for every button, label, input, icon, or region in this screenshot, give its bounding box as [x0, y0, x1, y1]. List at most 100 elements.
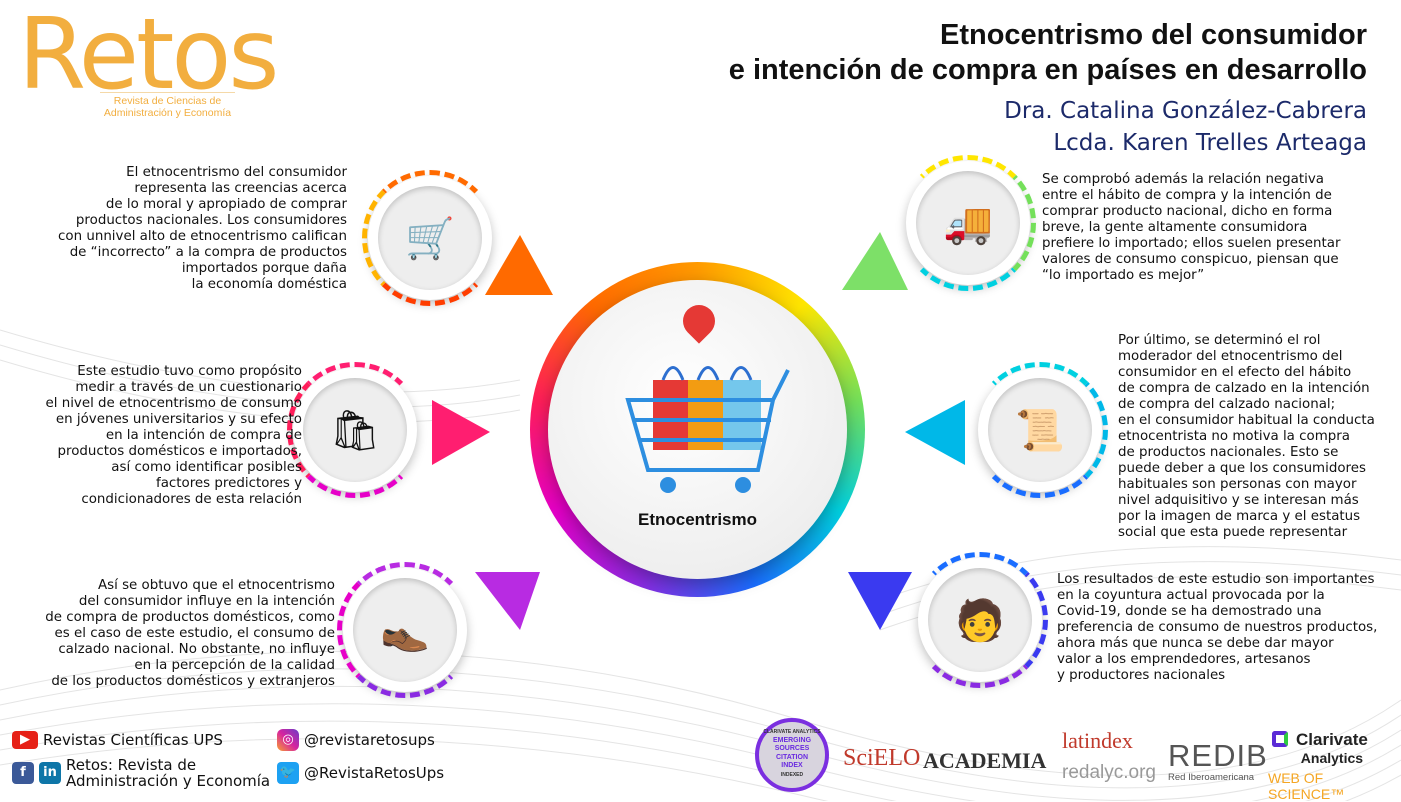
circle-certificate: 📜	[972, 362, 1108, 498]
text-line: Analytics	[1300, 750, 1364, 766]
redalyc-logo: redalyc.org	[1062, 762, 1156, 783]
text-line: Retos: Revista de	[66, 756, 197, 774]
text-line: @RevistaRetosUps	[304, 764, 445, 782]
text-line: moderador del etnocentrismo del	[1118, 349, 1343, 364]
text-line: El etnocentrismo del consumidor	[126, 165, 347, 180]
text-line: INDEX	[781, 762, 803, 769]
text-line: comprar producto nacional, dicho en form…	[1042, 204, 1333, 219]
location-pin-icon	[676, 298, 722, 344]
text-line: y productores nacionales	[1057, 668, 1226, 683]
latindex-logo: latindex	[1062, 728, 1133, 753]
youtube-link[interactable]: ▶ Revistas Científicas UPS	[12, 731, 223, 749]
linkedin-icon: in	[39, 762, 61, 784]
text-line: así como identificar posibles	[111, 460, 302, 475]
text-line: representa las creencias acerca	[134, 181, 347, 196]
text-line: prefiere lo importado; ellos suelen pres…	[1042, 236, 1341, 251]
text-line: por la imagen de marca y el estatus	[1118, 509, 1361, 524]
text-line: “lo importado es mejor”	[1042, 268, 1205, 283]
text-line: Covid-19, donde se ha demostrado una	[1057, 604, 1322, 619]
text-line: de compra del calzado nacional;	[1118, 397, 1336, 412]
redib-logo: REDIB	[1168, 738, 1268, 773]
text-line: breve, la gente altamente consumidora	[1042, 220, 1308, 235]
text-line: Este estudio tuvo como propósito	[77, 364, 302, 379]
facebook-icon: f	[12, 762, 34, 784]
online-cart-icon: 🛒	[378, 186, 482, 290]
text-line: productos nacionales. Los consumidores	[75, 213, 347, 228]
text-line: entre el hábito de compra y la intención…	[1042, 188, 1332, 203]
certificate-icon: 📜	[988, 378, 1092, 482]
arrow-mid-right	[905, 400, 965, 465]
arrow-bottom-right	[848, 572, 912, 630]
text-line: nivel adquisitivo y se interesan más	[1118, 493, 1359, 508]
text-line: INDEXED	[780, 771, 804, 778]
text-line: en la coyuntura actual provocada por la	[1057, 588, 1325, 603]
text-line: Revistas Científicas UPS	[43, 731, 223, 749]
text-line: SOURCES	[774, 745, 810, 752]
instagram-icon: ◎	[277, 729, 299, 751]
arrow-mid-left	[432, 400, 490, 465]
text-line: @revistaretosups	[304, 731, 435, 749]
center-circle: Etnocentrismo	[530, 262, 865, 597]
text-line: de compra de calzado en la intención	[1118, 381, 1370, 396]
circle-import: 🚚	[900, 155, 1036, 291]
text-line: con unnivel alto de etnocentrismo califi…	[58, 229, 347, 244]
text-line: Se comprobó además la relación negativa	[1042, 172, 1324, 187]
text-line: la economía doméstica	[191, 277, 347, 292]
author: Lcda. Karen Trelles Arteaga	[1053, 130, 1367, 156]
text-bottom-right: Los resultados de este estudio son impor…	[1057, 572, 1377, 684]
text-line: en la intención de compra de	[105, 428, 302, 443]
text-line: de compra de productos domésticos, como	[45, 610, 335, 625]
text-line: de “incorrecto” a la compra de productos	[69, 245, 347, 260]
shopping-cart-icon	[625, 366, 790, 493]
academia-logo: ACADEMIA	[923, 748, 1047, 773]
text-line: es el caso de este estudio, el consumo d…	[54, 626, 335, 641]
text-line: importados porque daña	[181, 261, 347, 276]
text-line: en la percepción de la calidad	[134, 658, 335, 673]
text-line: calzado nacional. No obstante, no influy…	[58, 642, 335, 657]
shopping-bag-icon: 🛍	[303, 378, 407, 482]
twitter-link[interactable]: 🐦 @RevistaRetosUps	[277, 762, 444, 784]
text-line: preferencia de consumo de nuestros produ…	[1057, 620, 1378, 635]
twitter-icon: 🐦	[277, 762, 299, 784]
text-line: CLARIVATE ANALYTICS	[763, 729, 821, 735]
title-line: Etnocentrismo del consumidor	[940, 19, 1367, 51]
text-line: de productos nacionales. Esto se	[1118, 445, 1339, 460]
authors: Dra. Catalina González-Cabrera Lcda. Kar…	[1004, 95, 1367, 159]
text-line: condicionadores de esta relación	[81, 492, 302, 507]
retos-logo-subtitle: Revista de Ciencias de Administración y …	[100, 92, 235, 119]
text-line: de los productos domésticos y extranjero…	[51, 674, 335, 689]
instagram-link[interactable]: ◎ @revistaretosups	[277, 729, 435, 751]
circle-entrepreneur: 🧑	[912, 552, 1048, 688]
text-line: del consumidor influye en la intención	[78, 594, 335, 609]
circle-questionnaire: 🛍	[287, 362, 423, 498]
text-line: Clarivate	[1296, 730, 1368, 749]
retos-logo: Retos	[18, 0, 279, 112]
text-line: Por último, se determinó el rol	[1118, 333, 1321, 348]
center-label: Etnocentrismo	[637, 510, 758, 529]
arrows	[432, 232, 965, 630]
text-line: factores predictores y	[156, 476, 302, 491]
text-line: CITATION	[775, 753, 808, 761]
truck-icon: 🚚	[916, 171, 1020, 275]
text-line: consumidor en el efecto del hábito	[1118, 365, 1352, 380]
entrepreneur-icon: 🧑	[928, 568, 1032, 672]
circle-shopping-online: 🛒	[362, 170, 498, 306]
web-of-science-logo: WEB OF SCIENCE™	[1268, 770, 1345, 802]
page-title: Etnocentrismo del consumidor e intención…	[729, 18, 1367, 88]
redib-subtitle: Red Iberoamericana	[1168, 772, 1255, 783]
youtube-icon: ▶	[12, 731, 38, 749]
author: Dra. Catalina González-Cabrera	[1004, 98, 1367, 124]
text-line: valor a los emprendedores, artesanos	[1057, 652, 1311, 667]
text-line: EMERGING	[772, 736, 812, 744]
text-line: el nivel de etnocentrismo de consumo	[45, 396, 303, 411]
text-line: etnocentrista no motiva la compra	[1118, 429, 1350, 444]
text-line: de lo moral y apropiado de comprar	[105, 197, 347, 212]
title-line: e intención de compra en países en desar…	[728, 54, 1367, 86]
